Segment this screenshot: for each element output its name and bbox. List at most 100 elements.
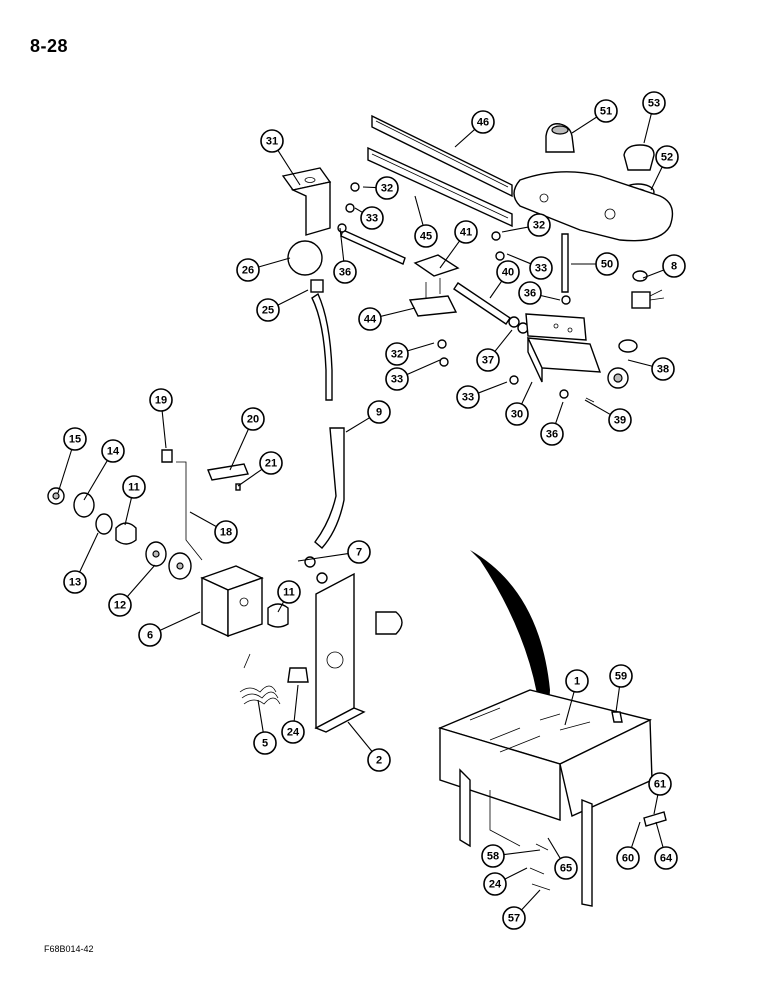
callout-c33c: 33: [385, 359, 441, 391]
callout-number: 33: [391, 374, 403, 386]
callout-number: 57: [508, 913, 520, 925]
callout-circle: [554, 856, 578, 880]
leader-line: [521, 889, 541, 911]
callout-c9: 9: [345, 400, 391, 433]
page-number: 8-28: [30, 36, 69, 56]
leader-line: [504, 867, 528, 880]
callout-number: 53: [648, 98, 660, 110]
callout-circle: [655, 145, 679, 169]
leader-line: [380, 307, 416, 317]
leader-line: [478, 381, 508, 394]
leader-line: [237, 468, 263, 487]
callout-c60: 60: [616, 821, 641, 870]
callout-circle: [454, 220, 478, 244]
callout-circle: [360, 206, 384, 230]
callout-number: 18: [220, 527, 232, 539]
callout-c2: 2: [347, 721, 391, 772]
leader-line: [506, 253, 532, 265]
callout-circle: [256, 298, 280, 322]
leader-line: [79, 532, 99, 573]
callout-circle: [375, 176, 399, 200]
leader-line: [653, 794, 659, 815]
callout-c39: 39: [584, 399, 632, 432]
callout-circle: [595, 252, 619, 276]
callout-number: 24: [489, 879, 502, 891]
callout-number: 9: [376, 407, 382, 419]
pin-19: [161, 449, 173, 463]
housing-6: [200, 565, 264, 638]
callout-circle: [608, 408, 632, 432]
bracket-30: [525, 313, 602, 383]
callout-c5: 5: [253, 699, 277, 755]
callout-c36c: 36: [540, 401, 564, 446]
leader-line: [354, 207, 363, 213]
leader-line: [57, 449, 73, 494]
callout-circle: [241, 407, 265, 431]
washer-13: [95, 513, 113, 535]
callout-circle: [476, 348, 500, 372]
callout-circle: [214, 520, 238, 544]
callout-number: 32: [533, 220, 545, 232]
callout-number: 32: [391, 349, 403, 361]
leader-line: [521, 381, 533, 405]
rod-18: [176, 461, 203, 561]
callout-number: 65: [560, 863, 572, 875]
callout-circle: [527, 213, 551, 237]
callout-circle: [651, 357, 675, 381]
callout-number: 50: [601, 259, 613, 271]
lever-plate-2: [314, 572, 366, 733]
callout-circle: [101, 439, 125, 463]
callout-number: 60: [622, 853, 634, 865]
callout-number: 15: [69, 434, 81, 446]
bushing-11b: [267, 603, 289, 628]
leader-line: [503, 849, 541, 856]
callout-c64: 64: [654, 821, 678, 870]
callout-number: 11: [128, 482, 140, 494]
callout-number: 6: [147, 630, 153, 642]
lever-9: [311, 292, 345, 549]
callout-number: 36: [546, 429, 558, 441]
callout-c24b: 24: [483, 867, 528, 896]
callout-c1: 1: [564, 669, 589, 726]
washer-15: [47, 487, 65, 505]
part-8: [631, 270, 665, 309]
cup-53: [623, 144, 655, 171]
callout-circle: [414, 224, 438, 248]
leader-line: [277, 289, 309, 306]
callout-c38: 38: [627, 357, 675, 381]
callout-c33a: 33: [354, 206, 384, 230]
callout-circle: [456, 385, 480, 409]
leader-line: [642, 269, 664, 279]
callout-circle: [616, 846, 640, 870]
callout-number: 33: [535, 263, 547, 275]
leader-line: [277, 601, 285, 613]
clip-59: [611, 711, 623, 723]
leader-line: [627, 359, 653, 367]
small-hardware: [345, 182, 595, 403]
callout-c33b: 33: [506, 253, 553, 280]
callout-number: 31: [266, 136, 278, 148]
insert-25: [310, 279, 324, 293]
callout-c14: 14: [83, 439, 125, 501]
leader-line: [650, 166, 663, 191]
threaded-rod-upper: [337, 223, 406, 265]
callout-circle: [471, 110, 495, 134]
callout-circle: [529, 256, 553, 280]
callout-circle: [259, 451, 283, 475]
callout-circle: [333, 260, 357, 284]
callout-c32b: 32: [501, 213, 551, 237]
threaded-rod-40: [453, 282, 529, 334]
callout-number: 1: [574, 676, 580, 688]
leader-line: [414, 195, 424, 226]
callout-c36b: 36: [518, 281, 561, 305]
leader-line: [571, 116, 598, 134]
callout-number: 46: [477, 117, 489, 129]
callout-number: 33: [366, 213, 378, 225]
callout-c37: 37: [476, 329, 513, 372]
callout-c21: 21: [237, 451, 283, 487]
callout-circle: [609, 664, 633, 688]
callout-circle: [63, 427, 87, 451]
figure-code: F68B014-42: [44, 944, 94, 954]
callout-c30: 30: [505, 381, 533, 426]
